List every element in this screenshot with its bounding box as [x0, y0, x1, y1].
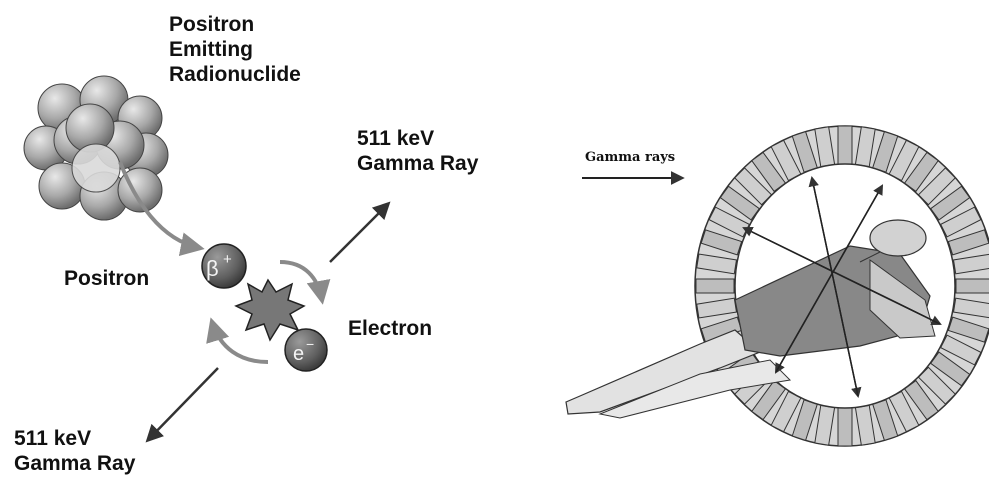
gamma-rays-label: Gamma rays [585, 150, 675, 165]
detector-block [838, 408, 852, 446]
nucleus-cluster [24, 76, 168, 220]
beta-symbol: β [206, 256, 219, 281]
annihilation-burst [236, 280, 304, 340]
gamma-ray-bottom-label: 511 keV Gamma Ray [14, 426, 135, 476]
annihilation-arrow-left [212, 322, 268, 362]
gamma-arrow-bottom [148, 368, 218, 440]
detector-block [838, 126, 852, 164]
electron-charge: − [306, 336, 314, 352]
radionuclide-label: Positron Emitting Radionuclide [169, 12, 301, 87]
beta-charge: + [223, 251, 232, 268]
electron-particle: e − [285, 329, 327, 371]
detector-block [696, 279, 734, 293]
gamma-ray-top-label: 511 keV Gamma Ray [357, 126, 478, 176]
electron-symbol: e [293, 343, 304, 365]
positron-label: Positron [64, 266, 149, 291]
detector-block [956, 279, 989, 293]
positron-particle: β + [202, 244, 246, 288]
gamma-arrow-top [330, 204, 388, 262]
electron-label: Electron [348, 316, 432, 341]
pet-scanner [566, 126, 989, 446]
